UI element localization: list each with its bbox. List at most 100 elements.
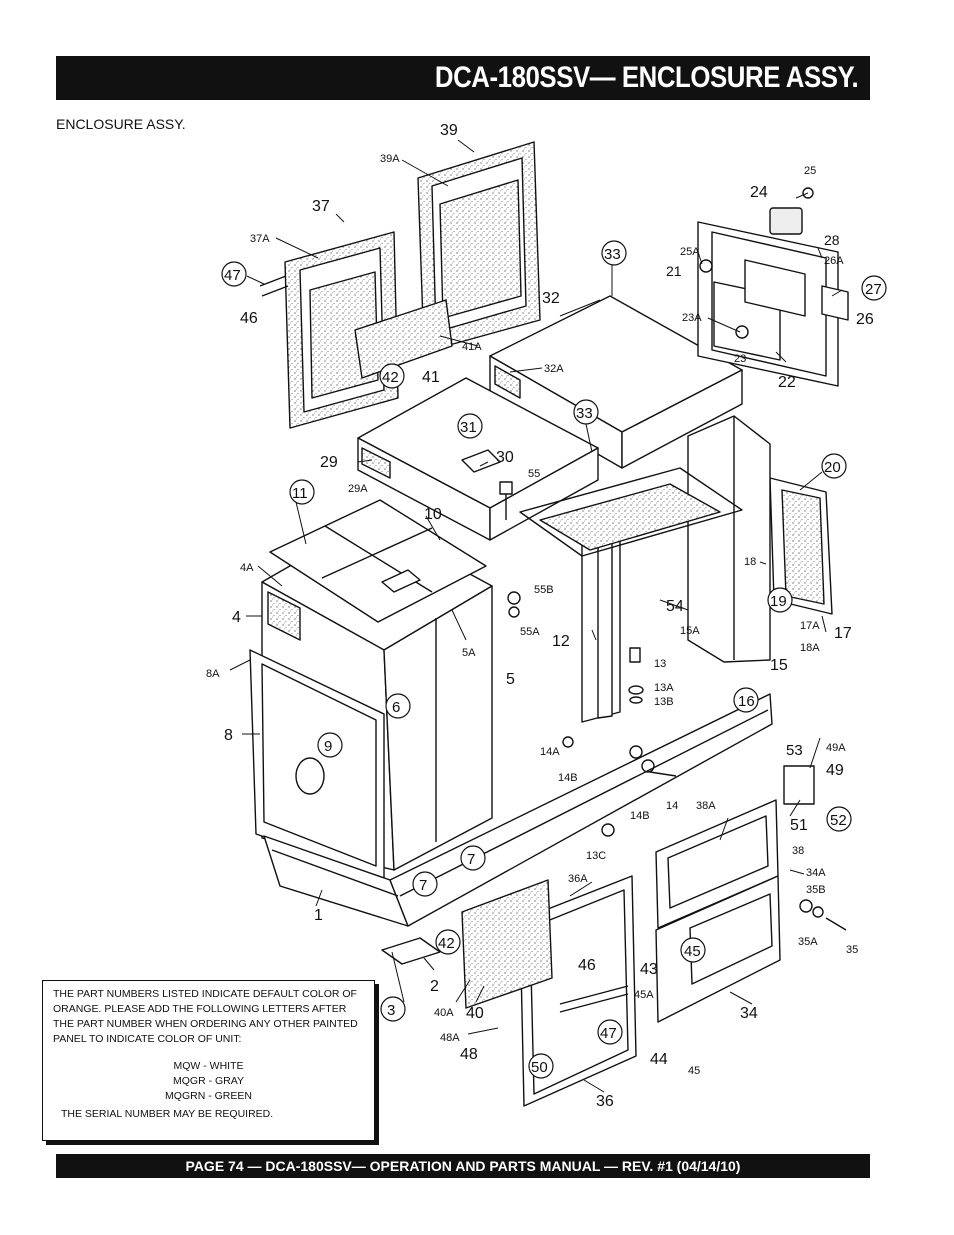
callout-28: 28 — [824, 232, 840, 248]
callout-34: 34 — [740, 1005, 758, 1022]
callout-17A: 17A — [800, 620, 820, 632]
callout-39: 39 — [440, 122, 458, 139]
callout-6: 6 — [392, 699, 400, 716]
color-code-list: MQW - WHITE MQGR - GRAY MQGRN - GREEN — [43, 1059, 374, 1104]
color-code-gray: MQGR - GRAY — [173, 1075, 244, 1087]
callout-5: 5 — [506, 671, 515, 688]
callout-49A: 49A — [826, 742, 846, 754]
callout-25A: 25A — [680, 246, 700, 258]
callout-51: 51 — [790, 817, 808, 834]
callout-9: 9 — [324, 738, 332, 755]
callout-48A: 48A — [440, 1032, 460, 1044]
callout-8A: 8A — [206, 668, 220, 680]
callout-14A: 14A — [540, 746, 560, 758]
latch-49 — [783, 765, 815, 805]
callout-47-bottom: 47 — [600, 1025, 617, 1042]
callout-33-mid: 33 — [576, 405, 593, 422]
callout-17: 17 — [834, 625, 852, 642]
callout-54: 54 — [666, 598, 684, 615]
base-frame-1 — [263, 693, 773, 927]
callout-2: 2 — [430, 978, 439, 995]
callout-19: 19 — [770, 593, 787, 610]
serial-number-note: THE SERIAL NUMBER MAY BE REQUIRED. — [61, 1108, 274, 1120]
callout-21: 21 — [666, 263, 682, 279]
callout-13: 13 — [654, 658, 666, 670]
callout-13C: 13C — [586, 850, 606, 862]
callout-45: 45 — [688, 1065, 700, 1077]
callout-circles — [221, 240, 887, 1079]
callout-41A: 41A — [462, 341, 482, 353]
callout-34A: 34A — [806, 867, 826, 879]
callout-35A: 35A — [798, 936, 818, 948]
callout-38A: 38A — [696, 800, 716, 812]
callout-55B: 55B — [534, 584, 554, 596]
color-note-box: THE PART NUMBERS LISTED INDICATE DEFAULT… — [42, 980, 375, 1141]
rear-panel-20 — [769, 477, 833, 615]
callout-15A: 15A — [680, 625, 700, 637]
callout-7-upper: 7 — [467, 851, 475, 868]
color-code-green: MQGRN - GREEN — [165, 1090, 252, 1102]
callout-36: 36 — [596, 1093, 614, 1110]
fasteners-13-14 — [562, 647, 677, 837]
rear-panel-21 — [697, 221, 849, 387]
callout-40: 40 — [466, 1005, 484, 1022]
callout-29A: 29A — [348, 483, 368, 495]
callout-46-bottom: 46 — [578, 957, 596, 974]
callout-15: 15 — [770, 657, 788, 674]
callout-4A: 4A — [240, 562, 254, 574]
callout-45-circle: 45 — [684, 943, 701, 960]
side-panel-40 — [461, 879, 553, 1009]
title-bar: DCA-180SSV— ENCLOSURE ASSY. — [56, 56, 870, 100]
plate-2 — [381, 937, 441, 965]
callout-24: 24 — [750, 184, 768, 201]
callout-18A: 18A — [800, 642, 820, 654]
callout-45A: 45A — [634, 989, 654, 1001]
callout-10: 10 — [424, 506, 442, 523]
section-label: ENCLOSURE ASSY. — [56, 116, 186, 132]
callout-26A: 26A — [824, 255, 844, 267]
front-panel-8 — [249, 649, 385, 879]
footer-text: PAGE 74 — DCA-180SSV— OPERATION AND PART… — [185, 1158, 741, 1174]
bottom-panel-41 — [354, 299, 453, 379]
callout-31: 31 — [460, 419, 477, 436]
callout-26: 26 — [856, 311, 874, 328]
side-door-panel-39 — [417, 141, 541, 353]
bolt-25 — [802, 187, 814, 199]
callout-39A: 39A — [380, 153, 400, 165]
callout-5A: 5A — [462, 647, 476, 659]
callout-23A: 23A — [682, 312, 702, 324]
callout-30: 30 — [496, 449, 514, 466]
callout-4: 4 — [232, 609, 241, 626]
handle-24 — [769, 207, 803, 235]
callout-16: 16 — [738, 693, 755, 710]
callout-49: 49 — [826, 762, 844, 779]
callout-12: 12 — [552, 633, 570, 650]
callout-32: 32 — [542, 290, 560, 307]
callout-1: 1 — [314, 907, 323, 924]
callout-33-top: 33 — [604, 246, 621, 263]
callout-40A: 40A — [434, 1007, 454, 1019]
callout-22: 22 — [778, 374, 796, 391]
color-code-white: MQW - WHITE — [173, 1060, 244, 1072]
callout-53: 53 — [786, 742, 803, 759]
callout-50: 50 — [531, 1059, 548, 1076]
callout-labels: 39 39A 37 37A 47 46 42 41 41A 24 25 25A … — [206, 122, 882, 1110]
callout-35B: 35B — [806, 884, 826, 896]
color-note-paragraph: THE PART NUMBERS LISTED INDICATE DEFAULT… — [53, 988, 358, 1045]
pillar-15 — [687, 415, 771, 663]
callout-41: 41 — [422, 369, 440, 386]
callout-14B-left: 14B — [558, 772, 578, 784]
callout-29: 29 — [320, 454, 338, 471]
callout-46-top: 46 — [240, 310, 258, 327]
footer-bar: PAGE 74 — DCA-180SSV— OPERATION AND PART… — [56, 1154, 870, 1178]
page-title: DCA-180SSV— ENCLOSURE ASSY. — [434, 61, 859, 94]
callout-14: 14 — [666, 800, 678, 812]
callout-18: 18 — [744, 556, 756, 568]
callout-36A: 36A — [568, 873, 588, 885]
callout-8: 8 — [224, 727, 233, 744]
callout-37: 37 — [312, 198, 330, 215]
callout-52: 52 — [830, 812, 847, 829]
callout-43: 43 — [640, 961, 658, 978]
roof-panel-29 — [357, 377, 599, 541]
